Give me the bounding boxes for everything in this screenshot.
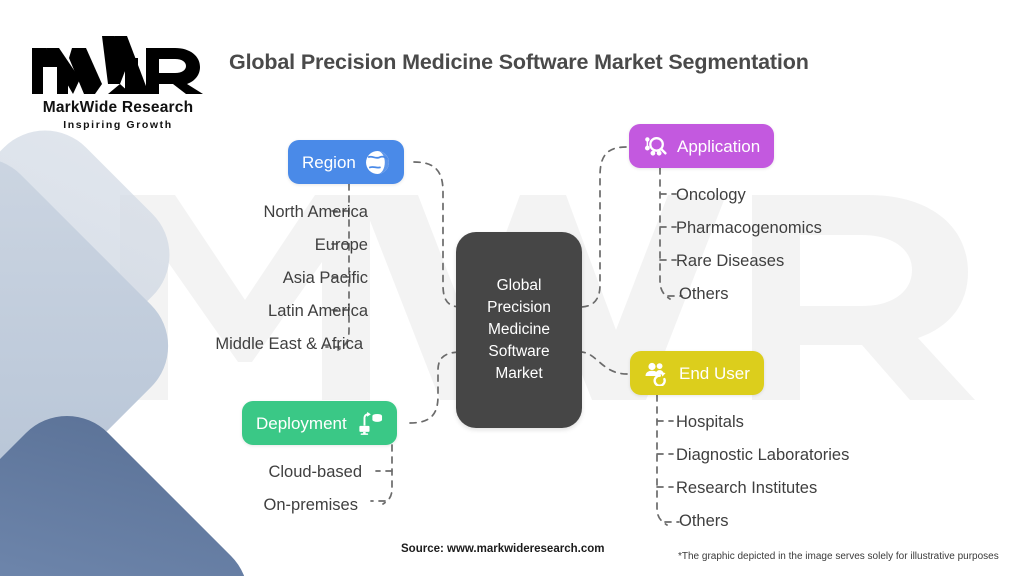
list-item: Oncology bbox=[676, 186, 746, 204]
ticks-application bbox=[659, 193, 683, 297]
branch-badge-deployment[interactable]: Deployment bbox=[242, 401, 397, 445]
branch-badge-region[interactable]: Region bbox=[288, 140, 404, 184]
disclaimer-text: *The graphic depicted in the image serve… bbox=[678, 551, 999, 562]
list-item: Rare Diseases bbox=[676, 252, 785, 270]
globe-icon bbox=[365, 150, 389, 174]
decorative-shape-light bbox=[0, 133, 193, 559]
source-credit: Source: www.markwideresearch.com bbox=[401, 543, 605, 555]
connector-application-to-center bbox=[579, 146, 627, 308]
list-item: Hospitals bbox=[676, 413, 744, 431]
branch-badge-deployment-label: Deployment bbox=[256, 413, 347, 433]
branch-badge-enduser[interactable]: End User bbox=[630, 351, 764, 395]
spine-application bbox=[659, 167, 671, 300]
list-item: Others bbox=[679, 512, 729, 530]
cloud-server-icon bbox=[359, 411, 382, 435]
list-item: Asia Pacific bbox=[282, 269, 368, 287]
branch-badge-application-label: Application bbox=[677, 136, 761, 156]
branch-badge-enduser-label: End User bbox=[679, 363, 750, 383]
connector-deployment-to-center bbox=[409, 351, 463, 424]
logo-mwr-mark bbox=[32, 36, 203, 94]
list-item: Middle East & Africa bbox=[215, 335, 363, 353]
users-refresh-icon bbox=[645, 362, 666, 386]
list-item: On-premises bbox=[263, 496, 358, 514]
connector-region-to-center bbox=[413, 161, 463, 308]
center-node-label: Global Precision Medicine Software Marke… bbox=[487, 277, 551, 382]
list-item: Europe bbox=[314, 236, 368, 254]
center-node: Global Precision Medicine Software Marke… bbox=[456, 232, 582, 428]
decorative-shape-light-secondary bbox=[0, 106, 194, 404]
list-item: Latin America bbox=[268, 302, 368, 320]
branch-badge-application[interactable]: Application bbox=[629, 124, 775, 168]
logo: MarkWide Research Inspiring Growth bbox=[28, 32, 208, 131]
ticks-deployment bbox=[370, 470, 393, 502]
logo-tagline: Inspiring Growth bbox=[63, 119, 173, 131]
branch-badge-region-label: Region bbox=[302, 152, 356, 172]
connector-enduser-to-center bbox=[579, 351, 628, 375]
list-item: Others bbox=[679, 285, 729, 303]
list-item: Cloud-based bbox=[268, 463, 362, 481]
decorative-shape-dark bbox=[0, 391, 273, 576]
page-title: Global Precision Medicine Software Marke… bbox=[229, 50, 809, 74]
molecule-search-icon bbox=[644, 136, 667, 156]
spine-deployment bbox=[382, 444, 393, 505]
list-item: Pharmacogenomics bbox=[676, 219, 822, 237]
logo-company-name: MarkWide Research bbox=[42, 99, 194, 116]
list-item: Research Institutes bbox=[676, 479, 818, 497]
spine-enduser bbox=[656, 394, 668, 526]
list-item: North America bbox=[263, 203, 368, 221]
list-item: Diagnostic Laboratories bbox=[676, 446, 850, 464]
ticks-enduser bbox=[656, 420, 680, 523]
